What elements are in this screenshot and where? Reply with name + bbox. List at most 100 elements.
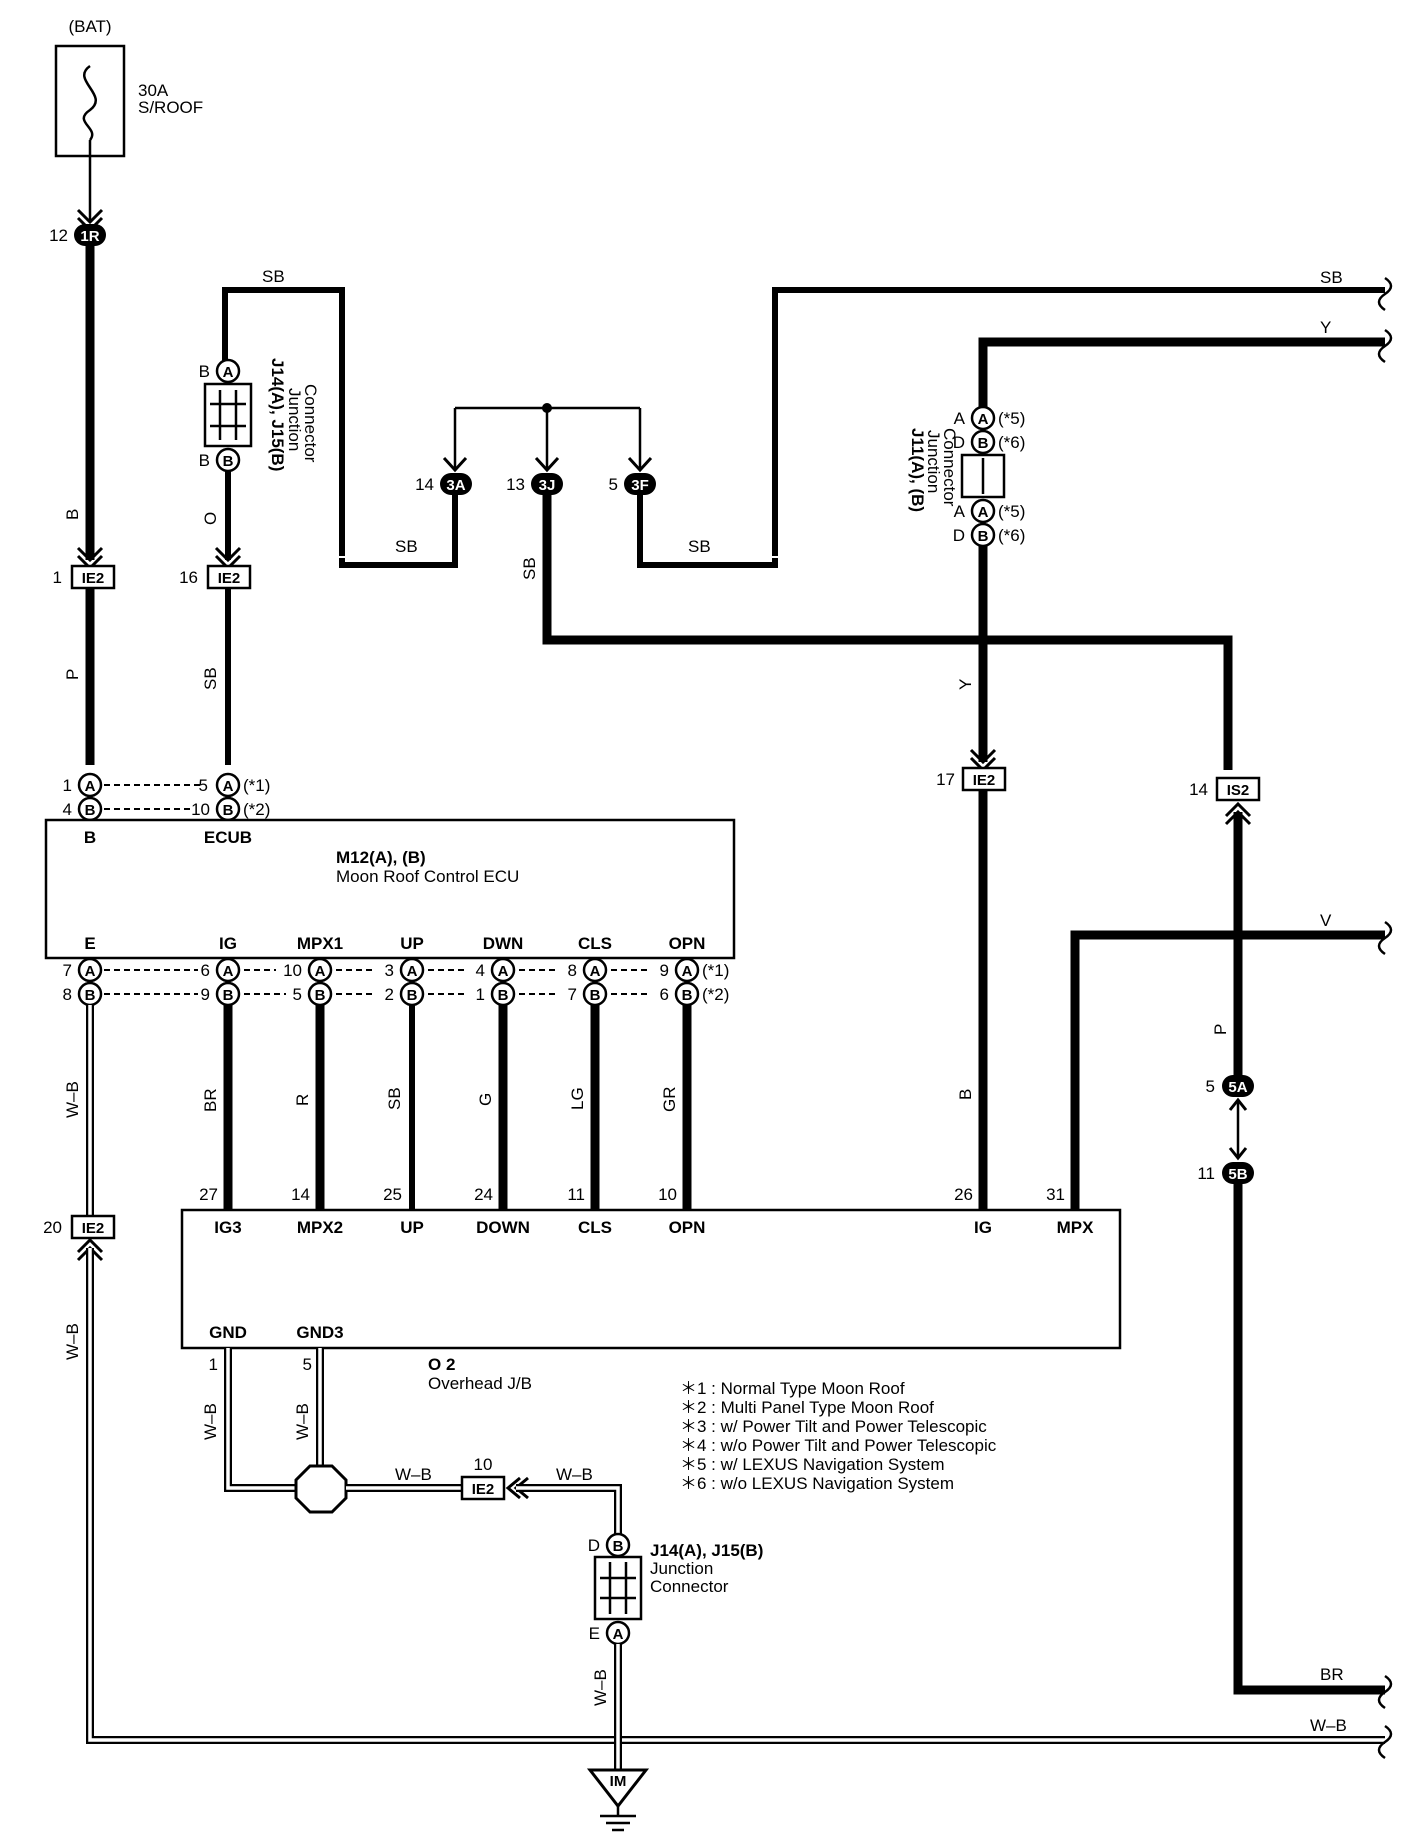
svg-text:UP: UP [400,1218,424,1237]
svg-text:2: 2 [385,985,394,1004]
connector-3a: 3A 14 [415,473,472,495]
svg-text:OPN: OPN [669,1218,706,1237]
fuse-name: S/ROOF [138,98,203,117]
battery-label: (BAT) [68,17,111,36]
svg-text:4: 4 [63,800,72,819]
svg-text:B: B [590,987,601,1004]
svg-text:A: A [315,963,326,980]
svg-text:13: 13 [506,475,525,494]
svg-text:25: 25 [383,1185,402,1204]
svg-text:(*5): (*5) [998,502,1025,521]
svg-text:1: 1 [63,776,72,795]
wire-label-sb-4: SB [520,557,539,580]
svg-text:7: 7 [568,985,577,1004]
svg-text:7: 7 [63,961,72,980]
svg-text:J14(A), J15(B): J14(A), J15(B) [268,358,287,471]
junction-j14-bottom: B D A E J14(A), J15(B) Junction Connecto… [588,1532,763,1646]
svg-text:B: B [85,987,96,1004]
svg-text:A: A [978,504,989,521]
svg-text:IE2: IE2 [218,570,241,587]
svg-text:16: 16 [179,568,198,587]
svg-text:B: B [85,802,96,819]
connector-5a: 5A 5 [1206,1075,1254,1097]
wire-label-br-2: BR [201,1088,220,1112]
svg-text:MPX2: MPX2 [297,1218,343,1237]
svg-text:5A: 5A [1228,1079,1247,1096]
wire-label-p: P [63,669,82,680]
svg-text:9: 9 [201,985,210,1004]
svg-text:1: 1 [53,568,62,587]
wire-label-sb-6: SB [1320,268,1343,287]
svg-text:DWN: DWN [483,934,524,953]
svg-text:＊6 : w/o LEXUS Navigation Syst: ＊6 : w/o LEXUS Navigation System [680,1474,954,1493]
svg-text:E: E [84,934,95,953]
svg-text:Connector: Connector [650,1577,729,1596]
svg-text:8: 8 [568,961,577,980]
svg-text:A: A [223,778,234,795]
wire-label-p-2: P [1211,1024,1230,1035]
connector-ie2-10: IE2 10 [460,1455,506,1501]
wire-label-br: BR [1320,1665,1344,1684]
connector-ie2-17: IE2 17 [936,766,1007,792]
wire-label-sb-7: SB [385,1087,404,1110]
svg-text:1: 1 [476,985,485,1004]
jb-desc: Overhead J/B [428,1374,532,1393]
svg-text:B: B [223,802,234,819]
svg-text:24: 24 [474,1185,493,1204]
jb-gnd-pin-5: 5 [303,1355,312,1374]
wire-label-wb-3: W–B [1310,1716,1347,1735]
wire-label-y-2: Y [956,679,975,690]
svg-text:11: 11 [1197,1164,1215,1183]
svg-text:A: A [407,963,418,980]
svg-text:B: B [978,528,989,545]
wire-label-sb-3: SB [201,667,220,690]
svg-text:A: A [978,411,989,428]
svg-text:1R: 1R [80,228,99,245]
svg-text:B: B [613,1538,624,1555]
svg-text:(*1): (*1) [243,776,270,795]
svg-text:(*5): (*5) [998,409,1025,428]
svg-text:B: B [199,362,210,381]
wire-label-wb-2: W–B [63,1323,82,1360]
connector-5b: 5B 11 [1197,1162,1254,1184]
svg-text:(*2): (*2) [702,985,729,1004]
svg-text:31: 31 [1046,1185,1065,1204]
ecu-top-pins: A 1 5 A (*1) B 4 10 B (*2) [63,772,270,822]
connector-ie2-20: IE2 20 [43,1214,116,1240]
svg-text:＊4 : w/o Power Tilt and Power: ＊4 : w/o Power Tilt and Power Telescopic [680,1436,997,1455]
junction-j14-top: A B B B J14(A), J15(B) Junction Connecto… [199,358,320,473]
svg-text:14: 14 [1189,780,1208,799]
wire-label-sb-5: SB [688,537,711,556]
svg-text:CLS: CLS [578,1218,612,1237]
svg-text:＊2 : Multi Panel Type Moon Roo: ＊2 : Multi Panel Type Moon Roof [680,1398,934,1417]
svg-text:A: A [590,963,601,980]
svg-text:Connector: Connector [301,384,320,463]
junction-j11: A A (*5) B D (*6) A A (*5) B D (*6) J11(… [908,405,1025,548]
svg-text:10: 10 [283,961,302,980]
svg-text:B: B [407,987,418,1004]
svg-text:3J: 3J [539,477,556,494]
svg-text:5B: 5B [1228,1166,1247,1183]
wire-label-wb-4: W–B [201,1403,220,1440]
wire-label-b-2: B [956,1089,975,1100]
svg-text:IE2: IE2 [82,570,105,587]
svg-text:A: A [223,364,234,381]
svg-text:＊1 : Normal Type Moon Roof: ＊1 : Normal Type Moon Roof [680,1379,905,1398]
svg-text:3: 3 [385,961,394,980]
wire-label-lg: LG [568,1087,587,1110]
svg-text:10: 10 [474,1455,493,1474]
wire-label-v: V [1320,911,1332,930]
svg-text:IE2: IE2 [973,772,996,789]
svg-text:4: 4 [476,961,485,980]
wire-label-r: R [293,1094,312,1106]
svg-text:B: B [978,435,989,452]
svg-text:GND: GND [209,1323,247,1342]
moon-roof-ecu: B ECUB M12(A), (B) Moon Roof Control ECU… [44,818,736,960]
fuse-amp: 30A [138,81,169,100]
ground-icon: IM [586,1768,650,1832]
svg-text:A: A [223,963,234,980]
svg-text:OPN: OPN [669,934,706,953]
svg-text:A: A [85,778,96,795]
svg-text:14: 14 [291,1185,310,1204]
ecu-bottom-pins: 7 A 6 A 10 A 3 A 4 A 8 A 9 A (*1) 8 B 9 … [63,957,729,1007]
